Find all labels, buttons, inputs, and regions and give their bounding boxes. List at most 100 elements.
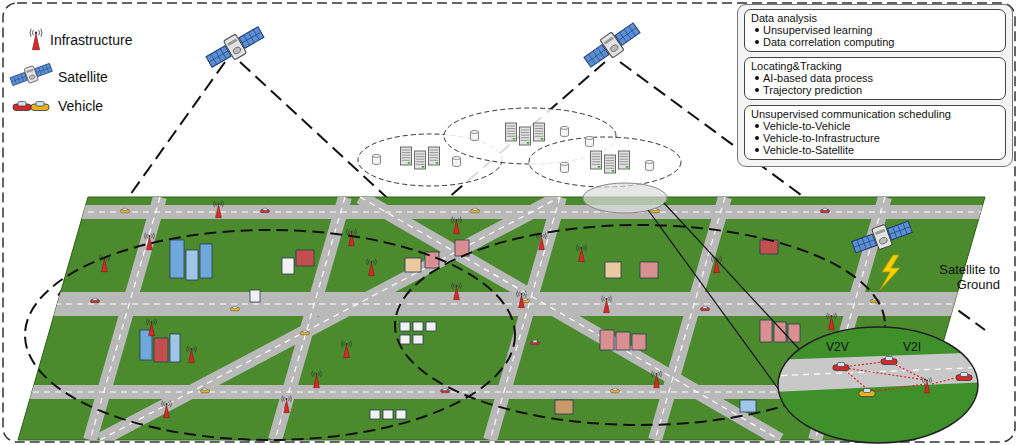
legend-tower-icon xyxy=(30,29,42,50)
svg-rect xyxy=(640,262,658,278)
svg-rect xyxy=(250,290,260,302)
svg-use xyxy=(367,259,377,276)
bullet-text: Data correlation computing xyxy=(763,36,894,48)
svg-use xyxy=(452,156,460,166)
svg-rect xyxy=(413,322,423,331)
svg-use xyxy=(261,208,270,213)
box-heading: Unsupervised communication scheduling xyxy=(751,108,999,120)
svg-use xyxy=(533,123,544,141)
svg-use xyxy=(881,356,897,364)
svg-polygon xyxy=(770,352,990,392)
svg-use xyxy=(145,233,155,250)
svg-use xyxy=(537,233,547,250)
svg-use xyxy=(121,208,130,213)
svg-use xyxy=(827,313,837,330)
svg-use xyxy=(821,208,830,213)
svg-use xyxy=(187,346,197,363)
svg-rect xyxy=(555,400,573,414)
link-label: Satellite to Ground xyxy=(936,262,1000,292)
svg-use xyxy=(585,136,593,146)
svg-use xyxy=(517,291,527,308)
svg-use xyxy=(701,306,710,311)
svg-use xyxy=(590,151,601,169)
bullet-dot xyxy=(755,148,759,152)
legend-car-icon xyxy=(13,102,31,111)
svg-line xyxy=(90,197,160,440)
svg-line xyxy=(360,197,780,440)
svg-line xyxy=(240,62,395,205)
svg-use xyxy=(602,296,612,313)
svg-line xyxy=(870,384,926,392)
zoom-spot xyxy=(583,183,667,213)
svg-g xyxy=(770,352,990,397)
lightning-bolt xyxy=(880,255,900,290)
svg-rect xyxy=(170,334,180,362)
svg-use xyxy=(618,151,629,169)
zoom-view xyxy=(770,327,990,443)
svg-use xyxy=(923,377,932,393)
link-label: V2I xyxy=(903,341,921,354)
svg-line xyxy=(490,197,560,440)
method-box: Unsupervised communication schedulingVeh… xyxy=(744,105,1006,160)
bullet-text: AI-based data process xyxy=(763,72,873,84)
svg-use xyxy=(956,372,972,380)
svg-line xyxy=(0,303,1018,304)
bullet-dot xyxy=(755,88,759,92)
svg-use xyxy=(400,147,411,165)
svg-use xyxy=(859,388,875,396)
bullet-dot xyxy=(755,40,759,44)
svg-rect xyxy=(200,244,212,278)
svg-use xyxy=(577,245,587,262)
legend-car-icon xyxy=(31,102,49,111)
svg-use xyxy=(833,362,849,370)
bullet-item: Vehicle-to-Satellite xyxy=(751,144,999,156)
svg-line xyxy=(0,211,1018,212)
svg-rect xyxy=(282,258,294,274)
svg-use xyxy=(604,155,615,173)
svg-g xyxy=(140,240,800,419)
svg-rect xyxy=(154,338,168,362)
bullet-text: Vehicle-to-Vehicle xyxy=(763,120,850,132)
svg-rect xyxy=(600,330,614,350)
svg-rect xyxy=(605,262,621,278)
svg-line xyxy=(664,203,800,350)
svg-rect xyxy=(426,322,436,331)
svg-g xyxy=(845,362,955,392)
svg-line xyxy=(845,370,868,390)
bullet-item: Vehicle-to-Infrastructure xyxy=(751,132,999,144)
box-heading: Data analysis xyxy=(751,12,999,24)
svg-ellipse xyxy=(529,137,681,187)
legend-text: Vehicle xyxy=(58,98,103,114)
svg-use xyxy=(342,341,352,358)
bullet-dot xyxy=(755,124,759,128)
svg-use xyxy=(414,151,425,169)
svg-use xyxy=(452,283,462,300)
svg-use xyxy=(505,123,516,141)
svg-use xyxy=(91,298,100,303)
svg-use xyxy=(201,388,210,393)
svg-line xyxy=(850,362,883,366)
legend-text: Satellite xyxy=(58,69,108,85)
svg-line xyxy=(648,210,790,405)
bullet-dot xyxy=(755,136,759,140)
method-box: Locating&TrackingAI-based data processTr… xyxy=(744,57,1006,100)
svg-rect xyxy=(170,240,184,278)
bullet-item: AI-based data process xyxy=(751,72,999,84)
bullet-item: Data correlation computing xyxy=(751,36,999,48)
svg-line xyxy=(90,197,160,440)
link-label: V2V xyxy=(826,341,849,354)
svg-use xyxy=(531,340,540,345)
svg-use xyxy=(560,126,568,136)
svg-rect xyxy=(760,320,772,342)
svg-use xyxy=(301,330,310,335)
bullet-text: Unsupervised learning xyxy=(763,24,872,36)
svg-use xyxy=(162,401,172,418)
svg-use xyxy=(312,371,322,388)
svg-line xyxy=(932,378,955,384)
svg-use xyxy=(645,160,653,170)
svg-rect xyxy=(400,322,410,331)
svg-g xyxy=(358,108,681,187)
svg-rect xyxy=(740,400,756,412)
svg-rect xyxy=(186,250,198,280)
box-heading: Locating&Tracking xyxy=(751,60,999,72)
